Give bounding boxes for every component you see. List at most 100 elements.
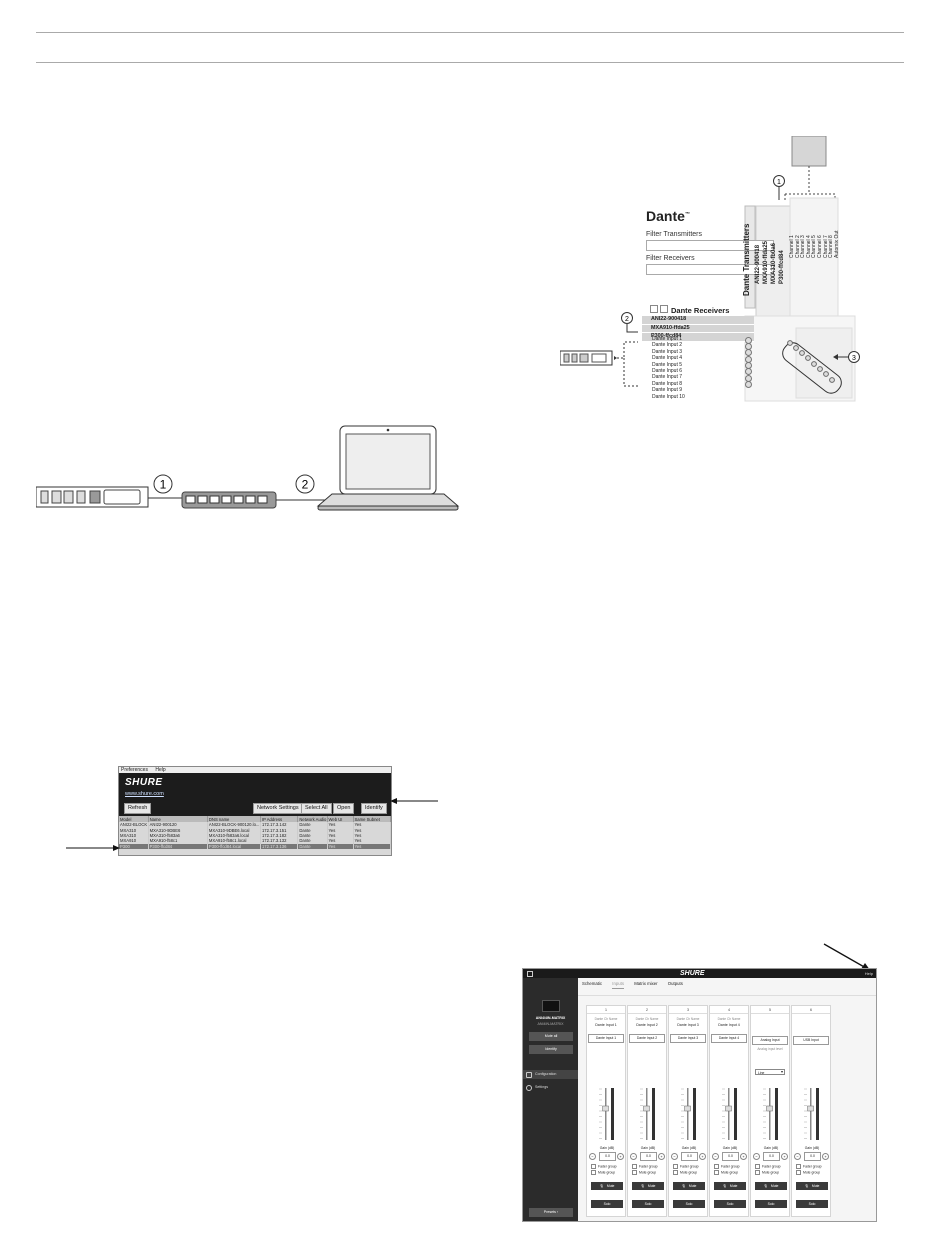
tab-outputs[interactable]: Outputs [667, 981, 683, 986]
column-header[interactable]: Same Subnet [353, 816, 392, 822]
fader-group-checkbox[interactable]: Fader group [755, 1164, 780, 1169]
fader-group-checkbox[interactable]: Fader group [673, 1164, 698, 1169]
menu-preferences[interactable]: Preferences [121, 767, 148, 773]
mute-button[interactable]: 🎙Mute [673, 1182, 705, 1190]
fader[interactable] [640, 1086, 658, 1144]
menu-help[interactable]: Help [155, 767, 166, 773]
gain-value[interactable]: 0.0 [640, 1152, 657, 1161]
mute-group-checkbox[interactable]: Mute group [632, 1170, 656, 1175]
filter-receivers-input[interactable] [646, 264, 774, 275]
mute-group-checkbox[interactable]: Mute group [591, 1170, 615, 1175]
fader-knob[interactable] [643, 1105, 650, 1112]
mute-group-checkbox[interactable]: Mute group [673, 1170, 697, 1175]
checkbox-box[interactable] [714, 1164, 719, 1169]
analog-level-select[interactable]: Line▾ [755, 1069, 785, 1075]
mute-group-checkbox[interactable]: Mute group [796, 1170, 820, 1175]
solo-button[interactable]: Solo [632, 1200, 664, 1208]
column-header[interactable]: Model [119, 816, 149, 822]
checkbox-box[interactable] [796, 1164, 801, 1169]
mute-group-checkbox[interactable]: Mute group [714, 1170, 738, 1175]
fader-knob[interactable] [684, 1105, 691, 1112]
checkbox-box[interactable] [591, 1164, 596, 1169]
column-header[interactable]: DNS name [207, 816, 261, 822]
tab-matrix-mixer[interactable]: Matrix mixer [634, 981, 658, 986]
fader-group-checkbox[interactable]: Fader group [591, 1164, 616, 1169]
gain-increase-button[interactable]: + [740, 1153, 747, 1160]
nav-settings[interactable]: Settings [523, 1083, 578, 1092]
column-header[interactable]: Network Audio [297, 816, 328, 822]
fader[interactable] [599, 1086, 617, 1144]
presets-button[interactable]: Presets › [529, 1208, 573, 1217]
fader[interactable] [722, 1086, 740, 1144]
gain-increase-button[interactable]: + [658, 1153, 665, 1160]
gain-decrease-button[interactable]: − [794, 1153, 801, 1160]
gain-decrease-button[interactable]: − [712, 1153, 719, 1160]
fader-knob[interactable] [807, 1105, 814, 1112]
gain-increase-button[interactable]: + [822, 1153, 829, 1160]
gain-increase-button[interactable]: + [699, 1153, 706, 1160]
gain-increase-button[interactable]: + [617, 1153, 624, 1160]
mute-group-checkbox[interactable]: Mute group [755, 1170, 779, 1175]
mute-all-button[interactable]: Mute all [529, 1032, 573, 1041]
gain-decrease-button[interactable]: − [671, 1153, 678, 1160]
gain-value[interactable]: 0.0 [599, 1152, 616, 1161]
receiver-device-row[interactable]: P300-ffcd84 [642, 333, 754, 342]
mute-button[interactable]: 🎙Mute [714, 1182, 746, 1190]
column-header[interactable]: Name [148, 816, 208, 822]
identify-button[interactable]: Identify [361, 803, 387, 814]
filter-transmitters-input[interactable] [646, 240, 774, 251]
fader-knob[interactable] [766, 1105, 773, 1112]
gain-value[interactable]: 0.0 [722, 1152, 739, 1161]
gain-value[interactable]: 0.0 [804, 1152, 821, 1161]
gain-value[interactable]: 0.0 [681, 1152, 698, 1161]
checkbox-box[interactable] [673, 1164, 678, 1169]
checkbox-box[interactable] [755, 1170, 760, 1175]
mute-button[interactable]: 🎙Mute [755, 1182, 787, 1190]
shure-link[interactable]: www.shure.com [125, 791, 164, 797]
fader[interactable] [763, 1086, 781, 1144]
fader-group-checkbox[interactable]: Fader group [714, 1164, 739, 1169]
source-select[interactable]: Dante Input 1 [588, 1034, 624, 1043]
mute-button[interactable]: 🎙Mute [591, 1182, 623, 1190]
tab-inputs[interactable]: Inputs [612, 981, 624, 989]
solo-button[interactable]: Solo [714, 1200, 746, 1208]
fader-knob[interactable] [602, 1105, 609, 1112]
source-select[interactable]: Analog Input [752, 1036, 788, 1045]
network-settings-button[interactable]: Network Settings [253, 803, 303, 814]
column-header[interactable]: IP Address [260, 816, 299, 822]
fader[interactable] [804, 1086, 822, 1144]
gain-decrease-button[interactable]: − [753, 1153, 760, 1160]
mute-button[interactable]: 🎙Mute [796, 1182, 828, 1190]
open-button[interactable]: Open [333, 803, 355, 814]
refresh-button[interactable]: Refresh [124, 803, 152, 814]
fader-knob[interactable] [725, 1105, 732, 1112]
checkbox-box[interactable] [673, 1170, 678, 1175]
checkbox-box[interactable] [632, 1164, 637, 1169]
tab-schematic[interactable]: Schematic [582, 981, 603, 986]
source-select[interactable]: Dante Input 3 [670, 1034, 706, 1043]
fader[interactable] [681, 1086, 699, 1144]
solo-button[interactable]: Solo [796, 1200, 828, 1208]
select-all-button[interactable]: Select All [301, 803, 332, 814]
sidebar-toggle-icon[interactable] [527, 971, 533, 977]
checkbox-box[interactable] [591, 1170, 596, 1175]
fader-group-checkbox[interactable]: Fader group [632, 1164, 657, 1169]
source-select[interactable]: Dante Input 2 [629, 1034, 665, 1043]
checkbox-box[interactable] [796, 1170, 801, 1175]
gain-increase-button[interactable]: + [781, 1153, 788, 1160]
receiver-device-row[interactable]: MXA910-ffda25 [642, 324, 754, 333]
receiver-device-row[interactable]: ANI22-900418 [642, 316, 754, 325]
checkbox-box[interactable] [714, 1170, 719, 1175]
checkbox-box[interactable] [632, 1170, 637, 1175]
nav-configuration[interactable]: Configuration [523, 1070, 578, 1079]
column-header[interactable]: Web UI [327, 816, 354, 822]
solo-button[interactable]: Solo [591, 1200, 623, 1208]
source-select[interactable]: Dante Input 4 [711, 1034, 747, 1043]
source-select[interactable]: USB Input [793, 1036, 829, 1045]
solo-button[interactable]: Solo [673, 1200, 705, 1208]
